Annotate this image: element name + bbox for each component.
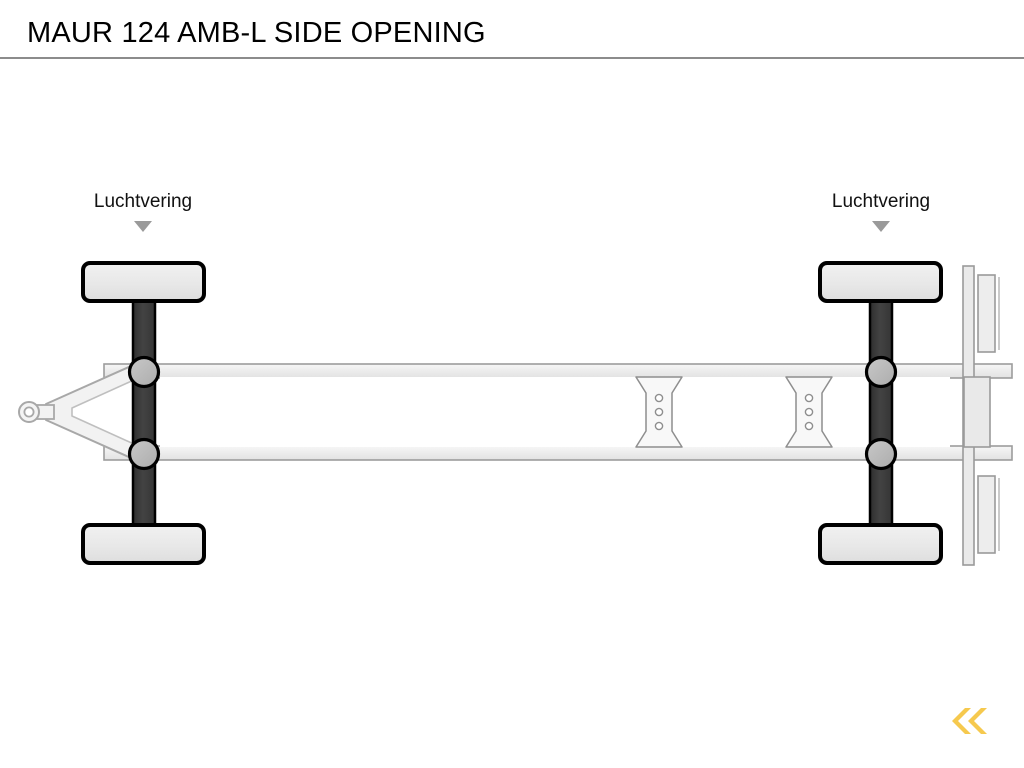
front-axle-beam (131, 279, 157, 553)
callout-front-suspension: Luchtvering (33, 190, 253, 232)
plate-hole (804, 407, 814, 417)
rear-axle-assembly (818, 261, 943, 565)
rear-axle-beam (868, 279, 894, 553)
down-triangle-icon (872, 221, 890, 232)
plate-hole (654, 421, 664, 431)
rear-frame-center-block (963, 376, 991, 448)
cross-member-plate-group (635, 376, 833, 448)
rear-frame-assembly (962, 265, 1000, 566)
down-triangle-icon (134, 221, 152, 232)
cross-member-plate (635, 376, 683, 448)
front-axle-assembly (81, 261, 206, 565)
deck-panel (160, 377, 950, 447)
plate-hole (654, 393, 664, 403)
callout-rear-label: Luchtvering (831, 191, 931, 212)
rear-bumper-bar (977, 475, 996, 554)
plate-hole (654, 407, 664, 417)
trailer-chassis-drawing (18, 261, 1013, 566)
hub (127, 355, 161, 389)
coupling-eye-inner (23, 406, 35, 418)
plate-hole (804, 393, 814, 403)
hub (864, 355, 898, 389)
trailer-diagram: Luchtvering Luchtvering (0, 59, 1024, 768)
callout-front-label: Luchtvering (93, 191, 193, 212)
wheel (818, 261, 943, 303)
wheel (818, 523, 943, 565)
previous-chevron-button[interactable] (944, 702, 992, 740)
double-chevron-left-icon (952, 708, 987, 734)
callout-rear-suspension: Luchtvering (771, 190, 991, 232)
cross-member-plate (785, 376, 833, 448)
chassis-rails (103, 363, 1013, 461)
page-title: MAUR 124 AMB-L SIDE OPENING (27, 17, 486, 49)
wheel (81, 261, 206, 303)
hub (864, 437, 898, 471)
header-bar: MAUR 124 AMB-L SIDE OPENING (0, 0, 1024, 59)
hub (127, 437, 161, 471)
rear-bumper-bar (977, 274, 996, 353)
drawbar-assembly (18, 361, 153, 463)
header-divider (0, 57, 1024, 59)
wheel (81, 523, 206, 565)
plate-hole (804, 421, 814, 431)
